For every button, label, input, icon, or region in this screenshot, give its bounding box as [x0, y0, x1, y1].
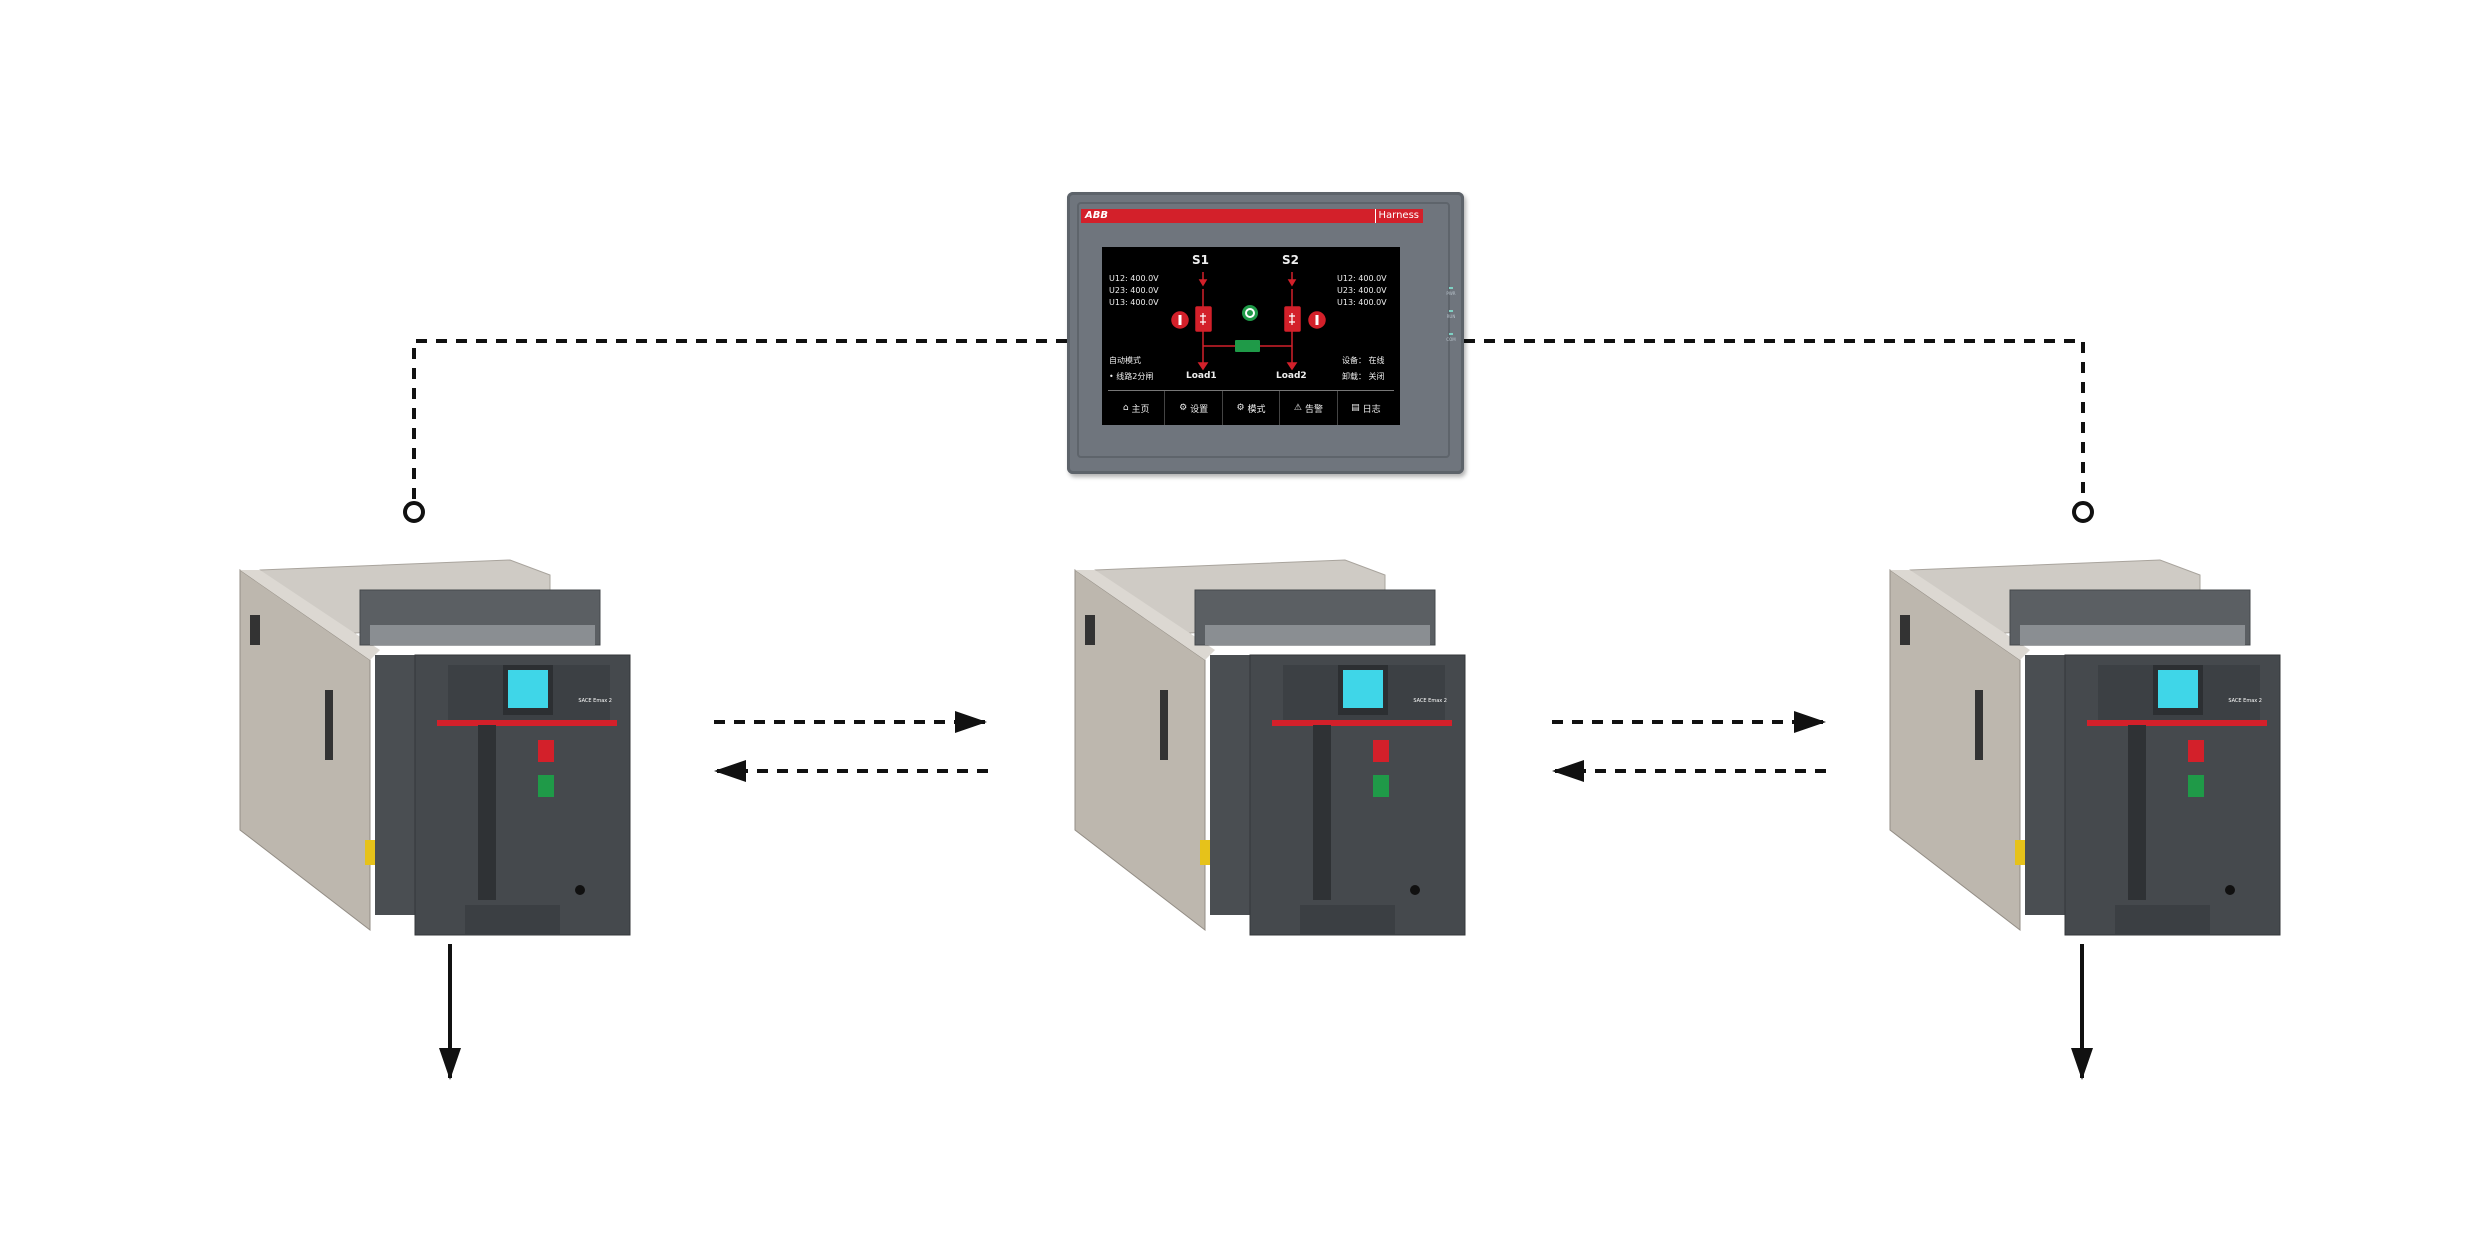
single-line-diagram [1171, 272, 1326, 371]
warning-icon: ⚠ [1293, 403, 1302, 413]
product-name: Harness [1374, 209, 1419, 223]
tie-breaker-icon [1235, 340, 1260, 352]
trip-unit-display [1343, 670, 1383, 708]
s2-u12: U12: 400.0V [1337, 274, 1387, 283]
comm-line-right [1464, 339, 2085, 500]
document-icon: ▤ [1351, 403, 1360, 413]
close-button[interactable] [1373, 775, 1389, 797]
comm-line-left [412, 339, 1067, 500]
led-run: RUN [1446, 310, 1456, 319]
source2-label: S2 [1282, 253, 1299, 267]
close-button[interactable] [538, 775, 554, 797]
load2-label: Load2 [1276, 371, 1307, 381]
nav-alarm[interactable]: ⚠告警 [1280, 391, 1338, 425]
controller-header: ABB Harness [1081, 209, 1423, 223]
breaker-middle: SACE Emax 2 [1055, 530, 1475, 950]
tie-open-icon [1242, 305, 1258, 321]
open-button[interactable] [2188, 740, 2204, 762]
s1-u13: U13: 400.0V [1109, 298, 1159, 307]
event-text: • 线路2分闸 [1109, 372, 1154, 381]
nav-log[interactable]: ▤日志 [1351, 403, 1381, 415]
load1-label: Load1 [1186, 371, 1217, 381]
gear-icon: ⚙ [1179, 403, 1188, 413]
s2-u23: U23: 400.0V [1337, 286, 1387, 295]
model-label: SACE Emax 2 [2228, 698, 2262, 704]
nav-mode[interactable]: ⚙模式 [1223, 391, 1281, 425]
controller-nav: ⌂主页 ⚙设置 ⚙模式 ⚠告警 ▤日志 [1108, 390, 1394, 425]
s1-u23: U23: 400.0V [1109, 286, 1159, 295]
trip-unit-display [2158, 670, 2198, 708]
abb-logo: ABB [1085, 210, 1108, 221]
open-button[interactable] [538, 740, 554, 762]
device-status: 设备： 在线 [1342, 356, 1385, 365]
home-icon: ⌂ [1122, 403, 1129, 413]
source1-label: S1 [1192, 253, 1209, 267]
open-button[interactable] [1373, 740, 1389, 762]
nav-home[interactable]: ⌂主页 [1108, 391, 1166, 425]
close-button[interactable] [2188, 775, 2204, 797]
mode-text: 自动模式 [1109, 356, 1141, 365]
model-label: SACE Emax 2 [578, 698, 612, 704]
terminal-left [403, 501, 425, 523]
led-pwr: PWR [1446, 287, 1456, 296]
touch-screen[interactable]: S1 S2 U12: 400.0V U23: 400.0V U13: 400.0… [1102, 247, 1400, 425]
led-com: COM [1446, 333, 1456, 342]
unload-status: 卸载： 关闭 [1342, 372, 1385, 381]
gears-icon: ⚙ [1236, 403, 1245, 413]
trip-unit-display [508, 670, 548, 708]
s2-u13: U13: 400.0V [1337, 298, 1387, 307]
nav-settings[interactable]: ⚙设置 [1165, 391, 1223, 425]
breaker-left: SACE Emax 2 [220, 530, 640, 950]
ats-controller: ABB Harness PWR RUN COM S1 S2 U1 [1067, 192, 1464, 474]
model-label: SACE Emax 2 [1413, 698, 1447, 704]
terminal-right [2072, 501, 2094, 523]
breaker-right: SACE Emax 2 [1870, 530, 2290, 950]
s1-u12: U12: 400.0V [1109, 274, 1159, 283]
